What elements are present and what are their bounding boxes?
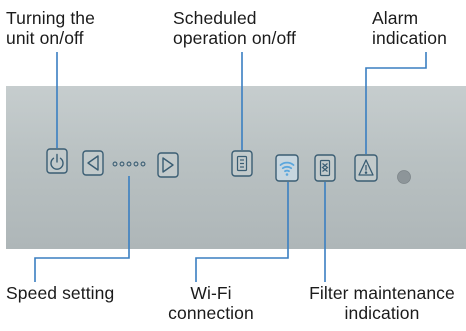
power-callout-label: Turning the unit on/off [6, 8, 95, 48]
wifi-button[interactable] [275, 154, 299, 182]
schedule-callout-label: Scheduled operation on/off [173, 8, 296, 48]
speed-dot [140, 161, 146, 167]
power-icon [50, 153, 64, 170]
schedule-button[interactable] [231, 150, 253, 177]
speed-dot [112, 161, 118, 167]
speed-dot [126, 161, 132, 167]
power-button[interactable] [46, 148, 68, 174]
speed-dot [133, 161, 139, 167]
speed-leader-line [34, 176, 130, 282]
schedule-icon [236, 155, 248, 172]
wifi-leader-line [195, 182, 289, 282]
alarm-leader-line [365, 52, 427, 154]
wifi-callout-label: Wi-Fi connection [168, 283, 254, 323]
filter-callout-label: Filter maintenance indication [309, 283, 455, 323]
speed-callout-label: Speed setting [6, 283, 115, 303]
status-led [397, 170, 411, 184]
alarm-icon [358, 159, 374, 176]
wifi-icon [279, 161, 295, 176]
speed-decrease-button[interactable] [82, 150, 104, 176]
filter-indicator [314, 154, 336, 182]
speed-dots-icon [112, 161, 146, 167]
arrow-left-icon [87, 155, 99, 171]
speed-dot [119, 161, 125, 167]
arrow-right-icon [162, 157, 174, 173]
speed-increase-button[interactable] [157, 152, 179, 178]
leader-lines [34, 52, 427, 282]
alarm-indicator [354, 154, 378, 182]
filter-icon [319, 159, 331, 177]
alarm-callout-label: Alarm indication [372, 8, 447, 48]
